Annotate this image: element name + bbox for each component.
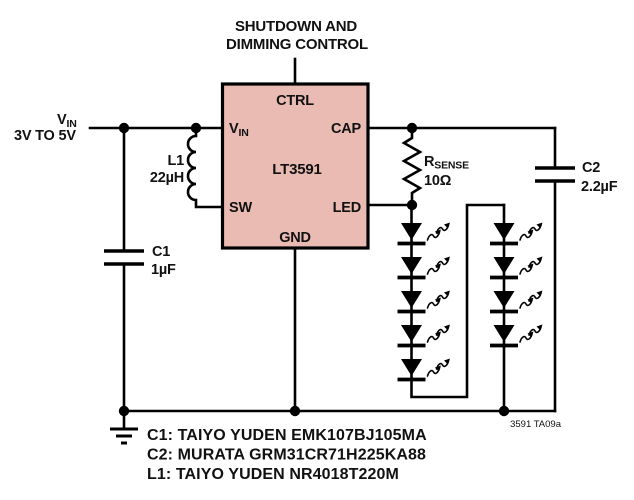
l1-value-label: 22µH	[150, 170, 184, 186]
figure-id-label: 3591 TA09a	[510, 419, 562, 430]
rsense-branch	[401, 126, 423, 207]
pin-label-cap: CAP	[331, 121, 362, 137]
c2-ref-label: C2	[582, 160, 600, 176]
led-symbol	[395, 254, 452, 280]
led-string-left	[395, 220, 452, 382]
input-voltage-label: VIN	[57, 112, 77, 130]
l1-ref-label: L1	[167, 153, 184, 169]
bom-list: C1: TAIYO YUDEN EMK107BJ105MA C2: MURATA…	[147, 427, 427, 483]
ic-part-number: LT3591	[272, 161, 321, 178]
junction-dot	[289, 405, 301, 417]
junction-dot	[406, 199, 418, 211]
shutdown-label-line1: SHUTDOWN AND	[235, 18, 357, 35]
led-symbol	[395, 220, 452, 246]
led-symbol	[395, 288, 452, 314]
led-string-right	[488, 220, 545, 348]
bom-line: L1: TAIYO YUDEN NR4018T220M	[147, 466, 399, 483]
led-symbol	[395, 356, 452, 382]
capacitor-c2	[535, 166, 575, 183]
c1-ref-label: C1	[152, 244, 170, 260]
led-symbol	[488, 288, 545, 314]
junction-dots	[118, 122, 510, 417]
pin-label-gnd: GND	[279, 230, 311, 246]
inductor-branch-wire	[186, 126, 226, 209]
led-symbol	[488, 220, 545, 246]
pin-label-vin: VIN	[229, 121, 249, 139]
c2-value-label: 2.2µF	[581, 179, 618, 195]
pin-label-sw: SW	[229, 200, 252, 216]
led-symbol	[395, 322, 452, 348]
junction-dot	[190, 122, 202, 134]
junction-dot	[406, 122, 418, 134]
pin-label-led: LED	[333, 200, 361, 216]
bom-line: C2: MURATA GRM31CR71H225KA88	[147, 447, 426, 464]
c1-value-label: 1µF	[151, 262, 176, 278]
pin-label-ctrl: CTRL	[276, 93, 314, 109]
junction-dot	[498, 405, 510, 417]
shutdown-label-line2: DIMMING CONTROL	[226, 36, 368, 53]
led-string-left-wire	[410, 203, 506, 399]
input-range-label: 3V TO 5V	[14, 128, 76, 144]
rsense-ref-label: RSENSE	[424, 154, 469, 172]
rsense-value-label: 10Ω	[424, 173, 452, 189]
junction-dot	[118, 405, 130, 417]
bom-line: C1: TAIYO YUDEN EMK107BJ105MA	[147, 427, 427, 444]
junction-dot	[118, 122, 130, 134]
ic-body	[220, 82, 370, 250]
capacitor-c1	[104, 249, 144, 266]
led-symbol	[488, 254, 545, 280]
led-symbol	[488, 322, 545, 348]
